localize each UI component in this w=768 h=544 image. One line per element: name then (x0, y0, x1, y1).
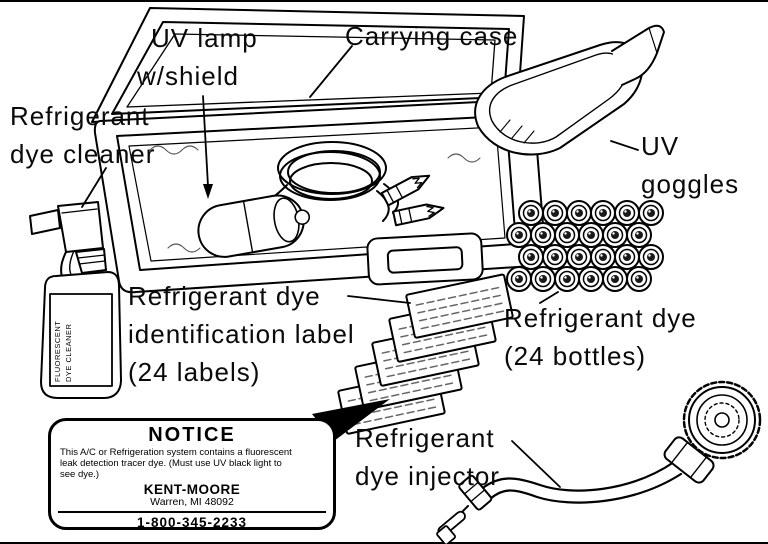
notice-body-line2: leak detection tracer dye. (Must use UV … (60, 458, 282, 469)
label-uv-goggles-line1: UV (641, 131, 680, 161)
label-dye-bottles: Refrigerant dye (24 bottles) (504, 299, 697, 375)
leader-uv-lamp (202, 95, 209, 187)
dye-bottle-icon (614, 200, 640, 226)
dye-bottle-icon (626, 266, 652, 292)
dye-bottle-icon (590, 200, 616, 226)
dye-bottles-cluster-art (506, 200, 664, 292)
label-uv-lamp-line1: UV lamp (151, 23, 258, 53)
dye-bottle-icon (554, 222, 580, 248)
leader-lines (81, 45, 639, 488)
leader-id-label (347, 295, 411, 304)
label-uv-goggles-line2: goggles (641, 169, 740, 199)
dye-bottle-icon (530, 266, 556, 292)
label-id-label-line2: identification label (128, 319, 355, 349)
label-dye-injector: Refrigerant dye injector (355, 419, 500, 495)
uv-lamp-art (197, 194, 311, 258)
cleaner-spray-bottle-art: FLUORESCENT DYE CLEANER (29, 201, 122, 399)
label-dye-cleaner-line2: dye cleaner (10, 139, 156, 169)
label-dye-injector-line1: Refrigerant (355, 423, 495, 453)
dye-bottle-icon (638, 200, 664, 226)
case-handle-recess (366, 232, 484, 286)
dye-bottle-icon (530, 222, 556, 248)
notice-box: NOTICE This A/C or Refrigeration system … (48, 418, 336, 530)
notice-brand: KENT-MOORE (143, 482, 241, 497)
dye-bottle-icon (638, 244, 664, 270)
dye-bottle-icon (542, 244, 568, 270)
label-id-label: Refrigerant dye identification label (24… (128, 277, 355, 391)
label-id-label-line1: Refrigerant dye (128, 281, 321, 311)
label-uv-lamp: UV lamp w/shield (137, 19, 258, 95)
label-carrying-case: Carrying case (345, 21, 519, 51)
dye-bottle-icon (506, 266, 532, 292)
label-dye-cleaner: Refrigerant dye cleaner (10, 97, 155, 173)
label-dye-cleaner-line1: Refrigerant (10, 101, 150, 131)
notice-divider (58, 511, 326, 513)
leader-carrying-case (309, 45, 353, 98)
page-edge-top (0, 0, 768, 2)
dye-bottle-icon (554, 266, 580, 292)
uv-goggles-art (474, 24, 665, 156)
carrying-case-base-art (93, 98, 547, 294)
notice-title: NOTICE (148, 424, 236, 446)
notice-address: Warren, MI 48092 (150, 496, 234, 508)
dye-bottle-icon (602, 222, 628, 248)
dye-bottle-icon (506, 222, 532, 248)
page-edge-bottom (0, 542, 768, 544)
dye-bottle-icon (602, 266, 628, 292)
label-uv-goggles: UV goggles (641, 127, 739, 203)
notice-body-line3: see dye.) (60, 469, 100, 480)
leader-uv-lamp-arrowhead (203, 184, 213, 199)
dye-bottle-icon (518, 244, 544, 270)
dye-bottle-icon (614, 244, 640, 270)
notice-body-line1: This A/C or Refrigeration system contain… (60, 447, 292, 458)
dye-injector-art (436, 380, 762, 544)
battery-clips-art (380, 174, 445, 227)
leader-dye-cleaner (81, 167, 107, 208)
dye-bottle-icon (518, 200, 544, 226)
dye-bottle-icon (566, 200, 592, 226)
dye-bottle-icon (542, 200, 568, 226)
dye-bottle-icon (590, 244, 616, 270)
leader-dye-injector (511, 440, 561, 488)
dye-bottle-icon (566, 244, 592, 270)
label-id-label-line3: (24 labels) (128, 357, 261, 387)
dye-bottle-icon (626, 222, 652, 248)
leader-dye-bottles (539, 291, 559, 304)
label-dye-injector-line2: dye injector (355, 461, 500, 491)
cleaner-bottle-label-text-line2: DYE CLEANER (64, 323, 73, 382)
notice-body: This A/C or Refrigeration system contain… (51, 447, 333, 480)
dye-bottle-icon (578, 222, 604, 248)
notice-phone: 1-800-345-2233 (136, 515, 248, 530)
label-dye-bottles-line1: Refrigerant dye (504, 303, 697, 333)
leader-uv-goggles (610, 140, 639, 151)
cleaner-bottle-label-text-line1: FLUORESCENT (53, 321, 62, 382)
dye-id-labels-stack-art (337, 273, 514, 435)
dye-bottle-icon (578, 266, 604, 292)
label-uv-lamp-line2: w/shield (137, 61, 239, 91)
label-dye-bottles-line2: (24 bottles) (504, 341, 647, 371)
